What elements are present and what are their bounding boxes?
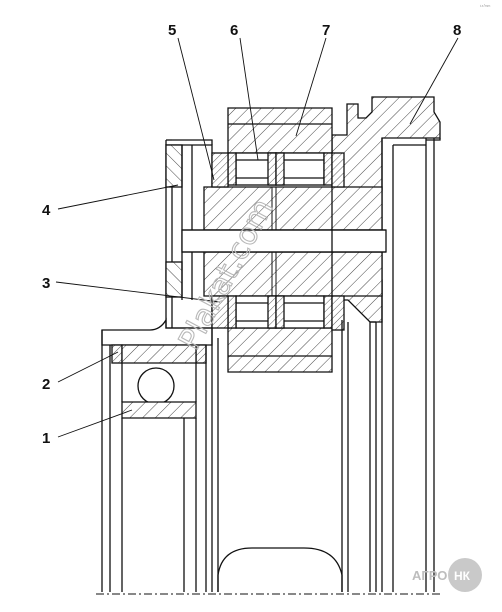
leader-lines bbox=[55, 37, 459, 438]
bearing-ball bbox=[137, 367, 175, 405]
corner-mark: ¹⁶'ᵐᵐ bbox=[480, 4, 491, 10]
callout-6: 6 bbox=[230, 22, 238, 39]
part-4-bracket-hatched bbox=[165, 144, 183, 188]
wheel-hub-arch bbox=[217, 547, 343, 592]
callout-5: 5 bbox=[168, 22, 176, 39]
part-8-housing bbox=[331, 96, 441, 191]
leader-8 bbox=[409, 37, 459, 125]
callout-7: 7 bbox=[322, 22, 330, 39]
leader-3 bbox=[55, 281, 221, 303]
part-1-inner-race bbox=[121, 401, 197, 419]
drawing-body bbox=[101, 96, 441, 592]
callout-4: 4 bbox=[42, 202, 51, 219]
part-5-shaft-upper bbox=[203, 186, 383, 231]
part-3-seal bbox=[211, 295, 229, 329]
part-7-roller-lower bbox=[227, 327, 333, 373]
callout-8: 8 bbox=[453, 22, 461, 39]
part-7-roller-upper bbox=[227, 107, 333, 154]
shaft-bore bbox=[181, 229, 387, 253]
leader-5 bbox=[177, 37, 215, 181]
leader-6 bbox=[239, 37, 259, 161]
callout-3: 3 bbox=[42, 275, 50, 292]
logo-prefix: АГРО bbox=[412, 568, 447, 583]
callout-1: 1 bbox=[42, 430, 50, 447]
leader-2 bbox=[57, 351, 119, 383]
leader-7 bbox=[295, 37, 327, 137]
logo-badge-text: НК bbox=[454, 569, 471, 583]
part-2-outer-race bbox=[121, 344, 197, 364]
logo-badge bbox=[448, 558, 482, 592]
leader-4 bbox=[57, 184, 179, 210]
leader-1 bbox=[57, 409, 133, 438]
agro-nk-logo: АГРО НК bbox=[412, 558, 482, 592]
part-2-bearing-housing bbox=[101, 317, 213, 346]
callout-2: 2 bbox=[42, 376, 50, 393]
